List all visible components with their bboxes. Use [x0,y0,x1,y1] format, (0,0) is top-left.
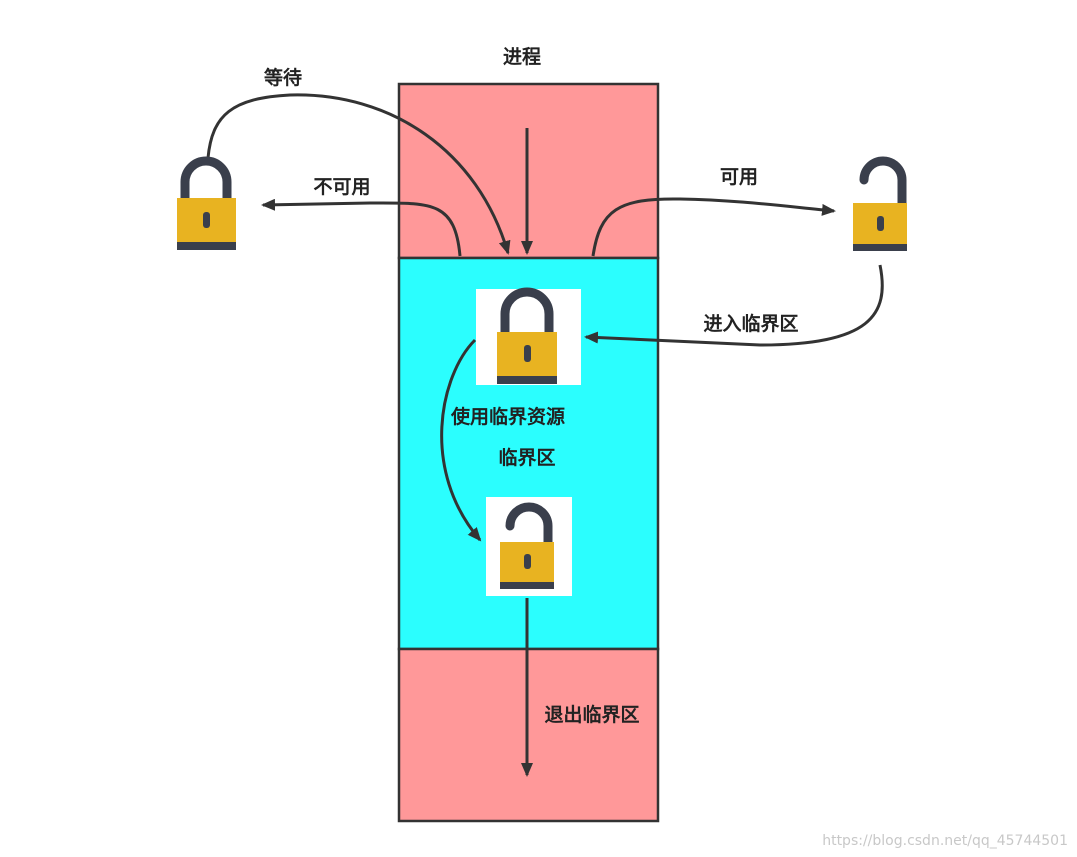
unavailable-label: 不可用 [313,176,370,198]
enter-critical-label: 进入临界区 [703,312,798,335]
critical-section-label: 临界区 [498,446,555,469]
watermark: https://blog.csdn.net/qq_45744501 [822,833,1068,849]
wait-arrow [206,93,511,255]
lock-open-icon [500,502,554,589]
lock-open-icon [853,156,907,251]
wait-label: 等待 [263,66,302,89]
lock-closed-icon [497,287,557,384]
use-resource-label: 使用临界资源 [450,405,565,428]
unavailable-arrow [261,198,462,257]
available-arrow [591,197,836,257]
lock-closed-icon [177,156,236,250]
process-label: 进程 [503,46,541,68]
use-resource-arrow [440,338,482,542]
exit-critical-label: 退出临界区 [544,703,639,726]
enter-critical-arrow [584,264,884,347]
available-label: 可用 [720,166,758,188]
